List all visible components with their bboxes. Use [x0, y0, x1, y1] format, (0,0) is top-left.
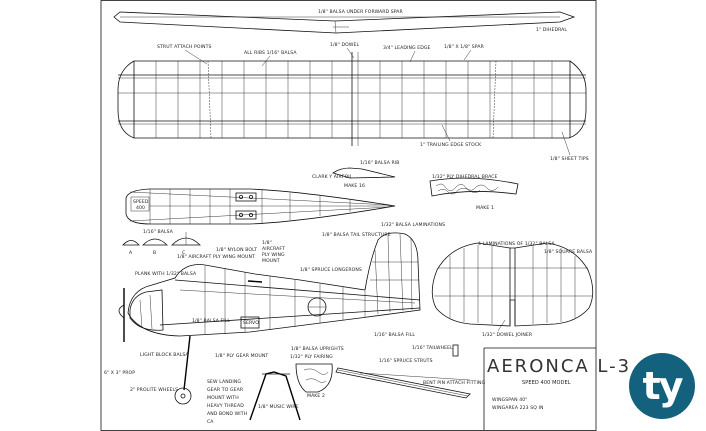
label-make16: MAKE 16 [344, 183, 365, 189]
label-tail-structure: 1/8" BALSA TAIL STRUCTURE [322, 232, 391, 238]
svg-text:SERVO: SERVO [243, 320, 259, 326]
title-name: AERONCA L-3 [487, 356, 631, 377]
label-spruce-struts: 1/16" SPRUCE STRUTS [379, 358, 433, 364]
label-prop: 6" X 3" PROP [104, 370, 135, 376]
label-square-balsa: 1/8" SQUARE BALSA [544, 249, 593, 255]
wing-plan-view [117, 47, 587, 156]
label-spruce-longerons: 1/8" SPRUCE LONGERONS [300, 267, 362, 273]
label-light-block: LIGHT BLOCK BALSA [140, 352, 189, 358]
label-balsa-fill: 1/8" BALSA FILL [192, 318, 230, 324]
sew-line-5: AND BOND WITH [207, 411, 247, 417]
label-top-spar: 1/8" BALSA UNDER FORWARD SPAR [318, 9, 404, 15]
label-dihedral-brace: 1/32" PLY DIHEDRAL BRACE [432, 174, 498, 180]
label-airfoil: CLARK Y AIRFOIL [312, 174, 353, 180]
label-balsa-fill2: 1/16" BALSA FILL [374, 332, 415, 338]
title-block [483, 347, 596, 430]
label-a: A [129, 250, 133, 256]
wing-struts [335, 367, 471, 399]
label-b: B [153, 250, 156, 256]
label-spar: 1/8" X 1/8" SPAR [444, 44, 485, 50]
label-bent-pin: BENT PIN ATTACH FITTING [423, 380, 485, 386]
sew-line-3: MOUNT WITH [207, 395, 239, 401]
label-ply-wing-mount: 1/8" AIRCRAFT PLY WING MOUNT [177, 254, 255, 260]
label-aircraft: AIRCRAFT [262, 246, 285, 252]
label-ribs: ALL RIBS 1/16" BALSA [244, 50, 297, 56]
label-music-wire: 1/8" MUSIC WIRE [258, 404, 299, 410]
label-dowel: 1/8" DOWEL [330, 42, 359, 48]
label-dowel-joiner: 1/32" DOWEL JOINER [482, 332, 533, 338]
label-tail-laminations: 1/32" BALSA LAMINATIONS [381, 222, 445, 228]
label-ply-wing: PLY WING [262, 252, 285, 258]
label-wheels: 2" PROLITE WHEELS [130, 387, 178, 393]
label-make2: MAKE 2 [307, 393, 325, 399]
upper-wing-spar-view [113, 11, 576, 34]
label-make1: MAKE 1 [476, 205, 494, 211]
fairing-piece [295, 363, 333, 393]
title-wingspan: WINGSPAN 40" [492, 397, 527, 403]
sew-line-6: CA [207, 419, 214, 425]
landing-gear-wire [249, 371, 301, 421]
title-subtitle: SPEED 400 MODEL [522, 380, 571, 386]
svg-text:SPEED: SPEED [133, 199, 149, 205]
label-trailing-edge: 1" TRAILING EDGE STOCK [420, 142, 482, 148]
brand-logo: ty [629, 353, 695, 419]
stabilizer-plan [431, 242, 594, 332]
label-mount: MOUNT [262, 258, 280, 264]
label-ply-fairing: 1/32" PLY FAIRING [290, 354, 333, 360]
rib-drawing [332, 167, 519, 197]
sew-line-2: GEAR TO GEAR [207, 387, 244, 393]
title-wingarea: WINGAREA 223 SQ IN [492, 405, 544, 411]
svg-text:400: 400 [136, 205, 145, 211]
sew-line-4: HEAVY THREAD [207, 403, 244, 409]
label-strut-attach: STRUT ATTACH POINTS [157, 44, 212, 50]
label-rib: 1/16" BALSA RIB [360, 160, 400, 166]
former-profiles [122, 232, 201, 246]
label-balsa-uprights: 1/8" BALSA UPRIGHTS [291, 346, 344, 352]
sew-note: SEW LANDING GEAR TO GEAR MOUNT WITH HEAV… [207, 379, 247, 425]
label-leading-edge: 3/4" LEADING EDGE [383, 45, 431, 51]
label-sheet-tips: 1/8" SHEET TIPS [550, 156, 589, 162]
label-gear-mount: 1/8" PLY GEAR MOUNT [215, 353, 268, 359]
label-c: C [182, 250, 185, 256]
label-plank: PLANK WITH 1/32" BALSA [135, 271, 197, 277]
sew-line-1: SEW LANDING [207, 379, 241, 385]
fuselage-side-view: SERVO [118, 232, 459, 405]
label-nylon-bolt: 1/8" NYLON BOLT [216, 247, 257, 253]
label-tailwheel: 1/16" TAILWHEEL [412, 345, 453, 351]
label-ply-frac: 1/8" [262, 240, 272, 246]
label-dihedral: 1" DIHEDRAL [536, 27, 567, 33]
label-laminations: 4 LAMINATIONS OF 1/32" BALSA [478, 241, 555, 247]
label-balsa-16: 1/16" BALSA [143, 229, 174, 235]
